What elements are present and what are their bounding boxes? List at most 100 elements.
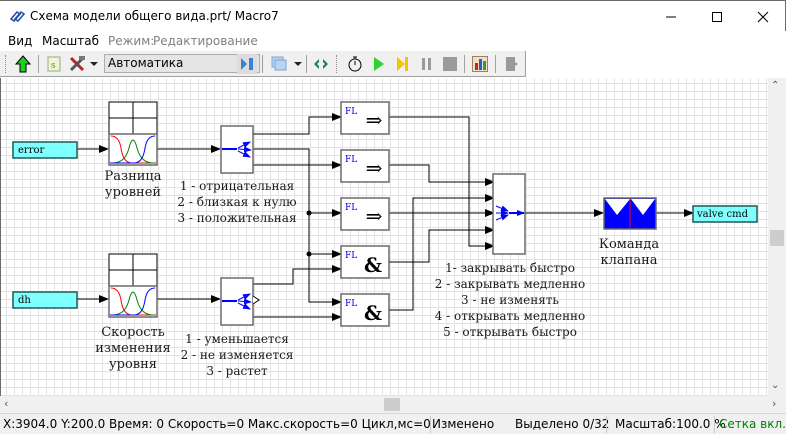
rule-tag: FL bbox=[345, 299, 357, 309]
menu-bar: Вид Масштаб Режим: Редактирование bbox=[0, 31, 786, 51]
diagram: error dh Разница уровней Скоро bbox=[12, 101, 758, 378]
reload-icon bbox=[314, 59, 328, 69]
horizontal-scrollbar[interactable]: ‹ bbox=[0, 396, 768, 413]
mode-label: Режим: bbox=[108, 34, 155, 48]
demux-legend-line: 2 - не изменяется bbox=[181, 348, 294, 362]
demux-legend-line: 2 - близкая к нулю bbox=[177, 195, 296, 209]
mf-curve-positive bbox=[110, 287, 156, 316]
dropdown-icon bbox=[90, 61, 98, 66]
implication-icon: ⇒ bbox=[366, 108, 383, 132]
input-label: error bbox=[18, 145, 44, 156]
status-modified: Изменено bbox=[432, 417, 495, 431]
stopwatch-button[interactable] bbox=[345, 54, 365, 74]
play-button[interactable] bbox=[369, 54, 389, 74]
rule-tag: FL bbox=[345, 251, 357, 261]
toolbar-grip[interactable] bbox=[5, 55, 7, 73]
mux-legend-line: 2 - закрывать медленно bbox=[435, 277, 585, 291]
stop-icon bbox=[443, 57, 457, 71]
pause-button[interactable] bbox=[417, 54, 437, 74]
rule-block-4[interactable]: FL & bbox=[340, 245, 390, 279]
tools-button[interactable] bbox=[67, 54, 87, 74]
chart-icon bbox=[472, 56, 488, 72]
arrow-up-icon bbox=[15, 55, 31, 73]
rule-block-3[interactable]: FL ⇒ bbox=[340, 197, 390, 231]
scroll-right-icon[interactable]: › bbox=[772, 397, 777, 410]
fuzzifier-block[interactable] bbox=[108, 253, 158, 318]
maximize-icon bbox=[712, 11, 722, 22]
maximize-button[interactable] bbox=[694, 1, 740, 32]
app-icon bbox=[9, 10, 25, 23]
stop-button[interactable] bbox=[440, 54, 460, 74]
pause-icon bbox=[422, 58, 431, 70]
step-button[interactable] bbox=[237, 54, 257, 74]
menu-view[interactable]: Вид bbox=[8, 34, 33, 48]
input-dh[interactable]: dh bbox=[12, 291, 78, 309]
mux-legend-line: 3 - не изменять bbox=[461, 293, 559, 307]
export-button[interactable] bbox=[502, 54, 522, 74]
output-valve-cmd[interactable]: valve cmd bbox=[692, 205, 758, 223]
rule-block-2[interactable]: FL ⇒ bbox=[340, 149, 390, 183]
wire bbox=[389, 226, 495, 263]
chart-button[interactable] bbox=[470, 54, 490, 74]
defuzzifier-block[interactable] bbox=[603, 197, 657, 230]
mf-curve-positive bbox=[110, 135, 156, 164]
fuzzifier-caption: изменения bbox=[95, 341, 170, 356]
toolbar-grip[interactable] bbox=[336, 55, 338, 73]
demux-legend-line: 1 - отрицательная bbox=[180, 179, 294, 193]
scroll-up-icon[interactable]: ⌃ bbox=[771, 80, 780, 91]
fuzzifier-caption: уровня bbox=[109, 357, 157, 372]
scroll-corner: › bbox=[768, 396, 786, 413]
windows-button[interactable] bbox=[270, 54, 290, 74]
mode-value: Редактирование bbox=[153, 34, 258, 48]
demux-block[interactable] bbox=[220, 277, 260, 326]
script-button[interactable]: s bbox=[44, 54, 64, 74]
rule-tag: FL bbox=[345, 203, 357, 213]
windows-dropdown[interactable] bbox=[292, 54, 304, 74]
minimize-button[interactable] bbox=[648, 1, 694, 32]
implication-icon: ⇒ bbox=[366, 204, 383, 228]
mux-legend-line: 4 - открывать медленно bbox=[435, 309, 586, 323]
diagram-canvas[interactable]: error dh Разница уровней Скоро bbox=[0, 78, 768, 396]
stopwatch-icon bbox=[348, 56, 362, 72]
rule-tag: FL bbox=[345, 107, 357, 117]
rule-block-1[interactable]: FL ⇒ bbox=[340, 101, 390, 135]
demux-legend-line: 3 - растет bbox=[206, 364, 268, 378]
demux-legend-line: 3 - положительная bbox=[177, 211, 296, 225]
mode-select-value: Автоматика bbox=[108, 56, 184, 70]
input-error[interactable]: error bbox=[12, 141, 78, 159]
rule-block-5[interactable]: FL & bbox=[340, 293, 390, 327]
fuzzifier-caption: Скорость bbox=[101, 325, 165, 340]
input-label: dh bbox=[18, 295, 31, 306]
toolbar-empty-area bbox=[526, 51, 786, 77]
dropdown-icon bbox=[294, 61, 302, 66]
defuzzifier-caption: клапана bbox=[601, 253, 658, 268]
scroll-down-icon[interactable]: ⌄ bbox=[771, 380, 780, 391]
fuzzifier-caption: Разница bbox=[104, 169, 161, 184]
svg-text:s: s bbox=[51, 61, 56, 71]
mf-curve-zero bbox=[112, 139, 154, 164]
mux-block[interactable] bbox=[492, 173, 526, 255]
step-forward-button[interactable] bbox=[393, 54, 413, 74]
scroll-left-icon[interactable]: ‹ bbox=[4, 397, 9, 410]
status-coords: X:3904.0 Y:200.0 Время: 0 Скорость=0 Мак… bbox=[3, 417, 431, 431]
step-forward-icon bbox=[397, 57, 408, 71]
status-grid: Сетка вкл. bbox=[719, 417, 786, 431]
demux-block[interactable] bbox=[220, 125, 254, 174]
script-icon: s bbox=[47, 56, 61, 72]
vertical-scroll-thumb[interactable] bbox=[770, 230, 784, 246]
implication-icon: ⇒ bbox=[366, 156, 383, 180]
mux-legend-line: 1- закрывать быстро bbox=[445, 261, 575, 275]
menu-scale[interactable]: Масштаб bbox=[42, 34, 100, 48]
fuzzifier-block[interactable] bbox=[108, 101, 158, 166]
reload-button[interactable] bbox=[311, 54, 331, 74]
close-button[interactable] bbox=[740, 1, 786, 32]
horizontal-scroll-thumb[interactable] bbox=[384, 398, 400, 411]
toolbar-separator bbox=[306, 55, 307, 73]
tools-dropdown[interactable] bbox=[88, 54, 100, 74]
wire bbox=[389, 164, 495, 186]
up-button[interactable] bbox=[13, 54, 33, 74]
tools-icon bbox=[69, 56, 85, 72]
vertical-scrollbar[interactable]: ⌃ ⌄ bbox=[768, 78, 786, 396]
window-title: Схема модели общего вида.prt/ Macro7 bbox=[30, 9, 279, 23]
wire bbox=[253, 265, 342, 285]
